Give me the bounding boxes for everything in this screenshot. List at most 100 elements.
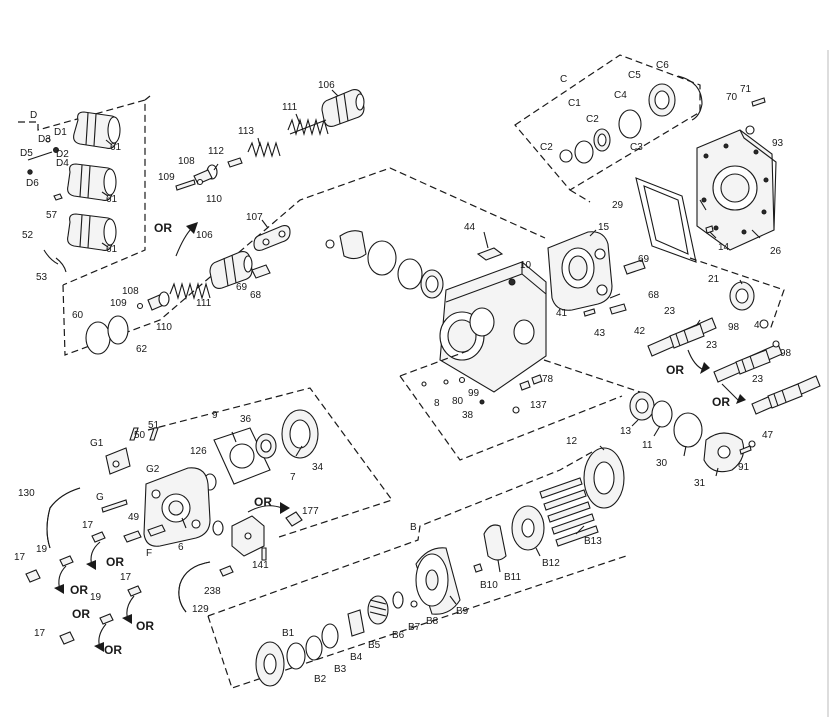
callout-106a: 106 [318,80,335,91]
callout-8: 8 [434,398,440,409]
callout-13: 13 [620,426,632,437]
callout-C2a: C2 [540,142,553,153]
callout-93: 93 [772,138,784,149]
callout-B1: B1 [282,628,295,639]
or-label: OR [70,583,88,597]
callout-106b: 106 [196,230,213,241]
callout-C4: C4 [614,90,627,101]
callout-B8: B8 [426,616,439,627]
callout-47: 47 [762,430,774,441]
poppet-108-bottom [147,291,170,311]
callout-6: 6 [178,542,184,553]
callout-42: 42 [634,326,646,337]
callout-11: 11 [642,440,653,451]
callout-177: 177 [302,506,319,517]
callout-C1: C1 [568,98,581,109]
callout-51: 51 [148,420,160,431]
assembly-d [18,99,146,286]
callout-71: 71 [740,84,752,95]
callout-9: 9 [212,410,218,421]
callout-23b: 23 [706,340,718,351]
callout-137: 137 [530,400,547,411]
plate-12 [583,447,625,509]
callout-F: F [146,548,152,559]
callout-62: 62 [136,344,148,355]
callout-B2: B2 [314,674,327,685]
callout-68a: 68 [250,290,262,301]
callout-129: 129 [192,604,209,615]
pin-69 [623,259,646,275]
spool-61-middle [67,163,117,201]
shaft-23-b [713,343,783,383]
manifold-block [231,515,265,557]
spring-b6 [367,595,389,625]
callout-111a: 111 [282,102,298,113]
callout-B5: B5 [368,640,381,651]
pin-112 [227,157,243,168]
screw-109-top [175,179,196,191]
callout-41: 41 [556,308,568,319]
bracket-g1 [105,447,131,475]
ring-11 [651,400,673,428]
spring-111-bottom [169,281,211,301]
callout-17d: 17 [34,628,46,639]
callout-107: 107 [246,212,263,223]
callout-23c: 23 [752,374,764,385]
callout-109a: 109 [158,172,175,183]
or-label: OR [106,555,124,569]
callout-G1: G1 [90,438,104,449]
callout-113: 113 [238,126,254,137]
callout-14: 14 [718,242,730,253]
callout-110a: 110 [206,194,222,205]
callout-99: 99 [468,388,480,399]
cartridge-106-bottom [209,251,253,289]
callout-10: 10 [520,260,532,271]
cover-31 [703,432,745,473]
spring-113 [247,141,281,158]
callout-B6: B6 [392,630,405,641]
valve-plate-b1 [255,641,285,687]
callout-60: 60 [72,310,84,321]
bearing-c5 [648,83,676,117]
callout-B9: B9 [456,606,469,617]
end-housing-15 [547,231,613,311]
callout-B4: B4 [350,652,363,663]
callout-C2b: C2 [586,114,599,125]
callout-D5: D5 [20,148,33,159]
callout-110b: 110 [156,322,172,333]
callout-141: 141 [252,560,269,571]
bushing-b5 [347,609,365,637]
gasket-30 [673,412,703,448]
callout-126: 126 [190,446,207,457]
callout-19a: 19 [36,544,48,555]
callout-G: G [96,492,104,503]
ball-guide-b11 [483,524,507,561]
callout-B13: B13 [584,536,602,547]
callout-21: 21 [708,274,720,285]
valve-group-upper [62,89,546,356]
leader-lines [101,89,761,605]
callout-38: 38 [462,410,474,421]
callout-53: 53 [36,272,48,283]
callout-36: 36 [240,414,252,425]
callout-D6: D6 [26,178,39,189]
callout-108a: 108 [178,156,195,167]
or-label: OR [154,221,172,235]
part-callouts: D D1 D2 D3 D4 D5 D6 61 61 61 57 52 53 10… [14,60,792,685]
spring-111-top [287,117,329,137]
gasket-29 [635,177,697,263]
callout-70: 70 [726,92,738,103]
callout-61b: 61 [106,194,118,205]
callout-80: 80 [452,396,464,407]
callout-D2: D2 [56,149,69,160]
cartridge-106-top [321,89,365,127]
callout-29: 29 [612,200,624,211]
callout-C3: C3 [630,142,643,153]
or-label: OR [666,363,684,377]
or-label: OR [104,643,122,657]
callout-109b: 109 [110,298,127,309]
callout-B10: B10 [480,580,498,591]
hose-130 [46,487,81,549]
